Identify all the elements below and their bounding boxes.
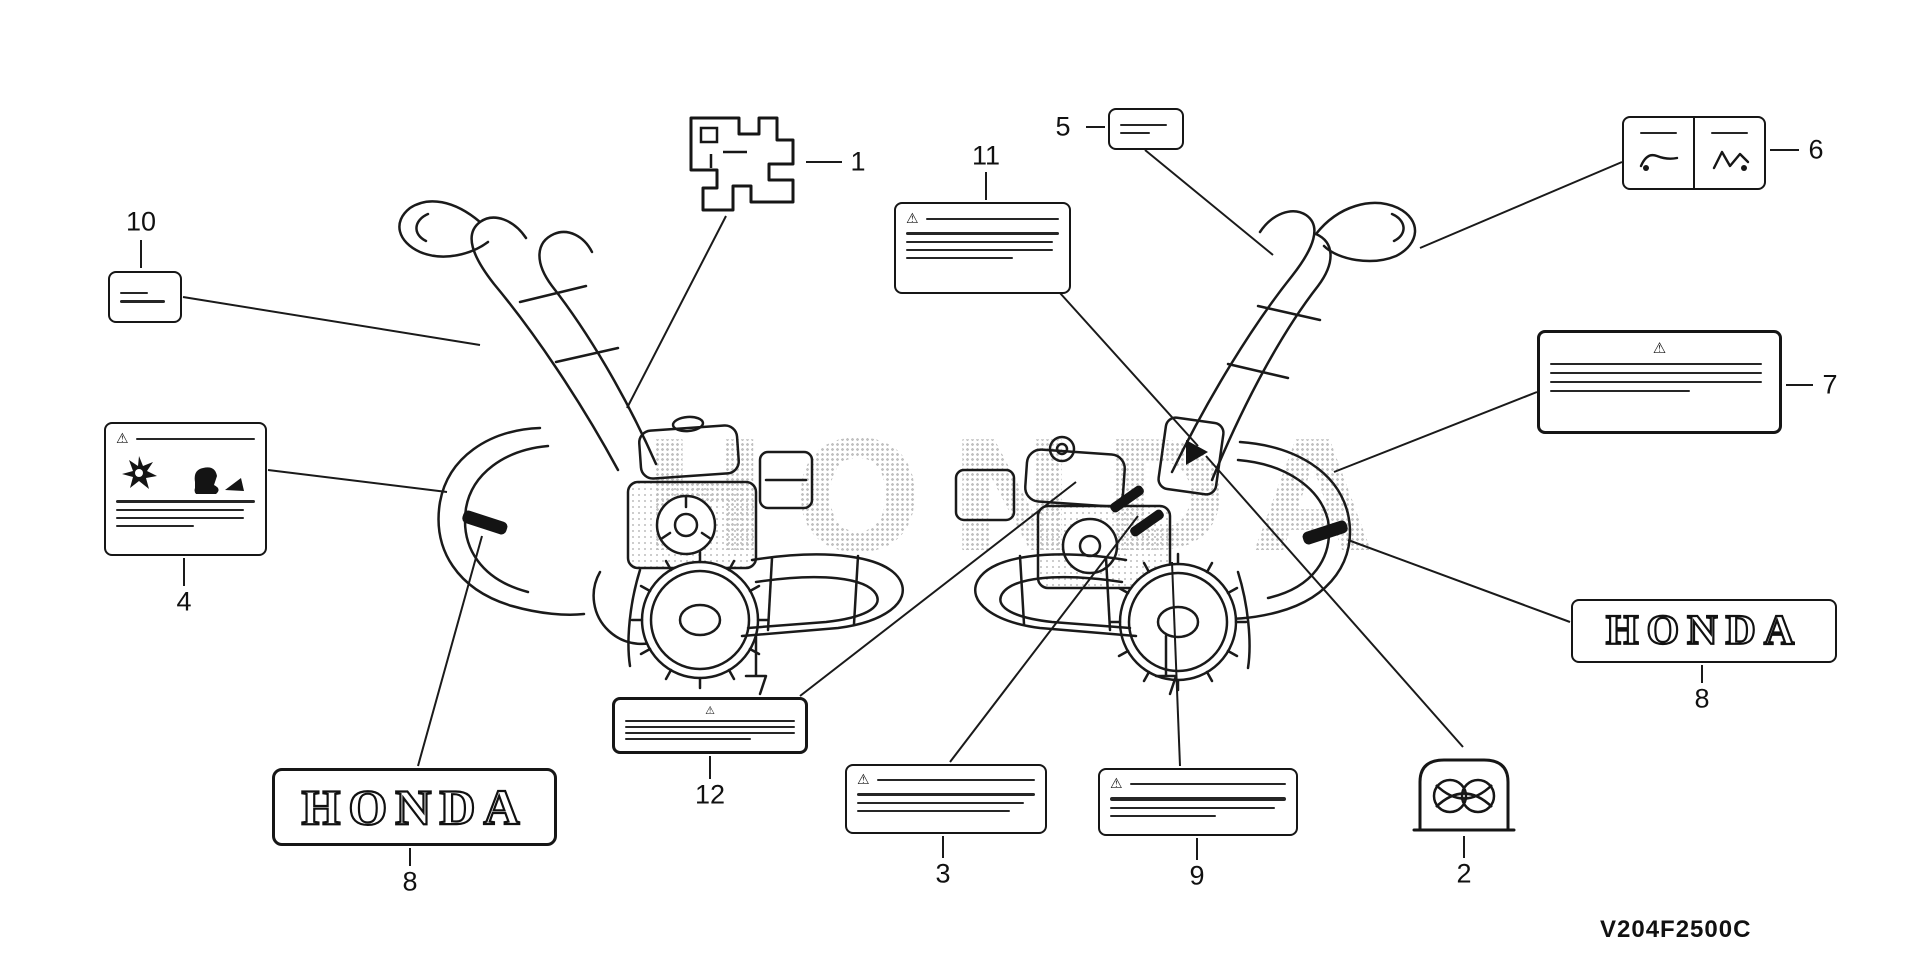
- label-part-4: ⚠: [104, 422, 267, 556]
- text-line: [1120, 123, 1167, 127]
- label-part-12: ⚠: [612, 697, 808, 754]
- text-line: [116, 508, 244, 511]
- label-header: ⚠: [1110, 777, 1286, 791]
- text-line: [625, 726, 795, 728]
- callout-number-6: 6: [1808, 134, 1824, 165]
- text-line: [1550, 363, 1763, 365]
- text-line: [120, 291, 148, 294]
- tiller-left-drawing: [398, 200, 904, 696]
- label-header: ⚠: [906, 212, 1059, 226]
- divider-line: [857, 793, 1035, 796]
- callout-number-2: 2: [1456, 858, 1472, 889]
- callout-number-5: 5: [1055, 111, 1071, 142]
- warning-triangle-icon: ⚠: [857, 772, 870, 788]
- text-line: [120, 300, 165, 303]
- text-line: [625, 738, 751, 740]
- text-line: [1639, 131, 1678, 134]
- label-part-10: [108, 271, 182, 323]
- text-line: [876, 778, 1035, 782]
- pictogram-figure-icon: [1712, 151, 1749, 172]
- text-line: [906, 256, 1014, 259]
- label-6-left-panel: [1624, 118, 1693, 188]
- warning-triangle-icon: ⚠: [906, 211, 919, 227]
- text-line: [135, 437, 255, 441]
- divider-line: [1110, 797, 1286, 801]
- text-line: [625, 732, 795, 734]
- text-line: [1550, 390, 1691, 392]
- warning-triangle-icon: ⚠: [116, 431, 129, 447]
- text-line: [1120, 132, 1151, 135]
- text-line: [925, 217, 1059, 221]
- honda-emblem-right: HONDA: [1571, 599, 1837, 663]
- tiller-right-drawing: [954, 201, 1417, 696]
- callout-number-4: 4: [176, 586, 192, 617]
- label-part-2: [1412, 748, 1516, 836]
- callout-number-12: 12: [694, 779, 726, 810]
- warning-triangle-icon: ⚠: [1110, 776, 1123, 792]
- warning-triangle-icon: ⚠: [705, 704, 715, 717]
- label-part-3: ⚠: [845, 764, 1047, 834]
- callout-number-9: 9: [1189, 860, 1205, 891]
- honda-wordmark: HONDA: [1605, 607, 1803, 655]
- text-line: [1550, 372, 1763, 374]
- label-part-1: [681, 110, 803, 218]
- text-line: [116, 516, 244, 519]
- honda-wordmark: HONDA: [300, 778, 528, 836]
- callout-number-10: 10: [125, 206, 157, 237]
- label-6-right-panel: [1693, 118, 1764, 188]
- callout-number-8-left: 8: [402, 866, 418, 897]
- text-line: [1110, 815, 1216, 817]
- label-part-7: ⚠: [1537, 330, 1782, 434]
- part-code: V204F2500C: [1600, 916, 1752, 943]
- label-part-11: ⚠: [894, 202, 1071, 294]
- label-header: ⚠: [116, 432, 255, 446]
- text-line: [1129, 782, 1286, 786]
- label-part-9: ⚠: [1098, 768, 1298, 836]
- text-line: [625, 720, 795, 722]
- divider-line: [906, 232, 1059, 235]
- text-line: [857, 809, 1011, 812]
- callout-number-7: 7: [1822, 369, 1838, 400]
- callout-number-8-right: 8: [1694, 683, 1710, 714]
- leader-lines: [140, 126, 1813, 866]
- label-header: ⚠: [857, 773, 1035, 787]
- label-part-6: [1622, 116, 1766, 190]
- text-line: [1710, 131, 1749, 134]
- pictogram-hand-icon: [1639, 154, 1678, 172]
- pictogram-rotating-tines-icon: [121, 456, 244, 494]
- divider-line: [116, 500, 255, 503]
- watermark-text: HONDA: [640, 409, 1398, 586]
- callout-number-3: 3: [935, 858, 951, 889]
- text-line: [116, 524, 194, 527]
- warning-triangle-icon: ⚠: [1652, 339, 1667, 357]
- label-part-5: [1108, 108, 1184, 150]
- text-line: [857, 801, 1025, 804]
- callout-number-1: 1: [850, 146, 866, 177]
- text-line: [906, 240, 1053, 243]
- text-line: [1110, 807, 1276, 809]
- honda-emblem-left: HONDA: [272, 768, 557, 846]
- callout-number-11: 11: [971, 140, 1001, 171]
- text-line: [906, 248, 1053, 251]
- text-line: [1550, 381, 1763, 383]
